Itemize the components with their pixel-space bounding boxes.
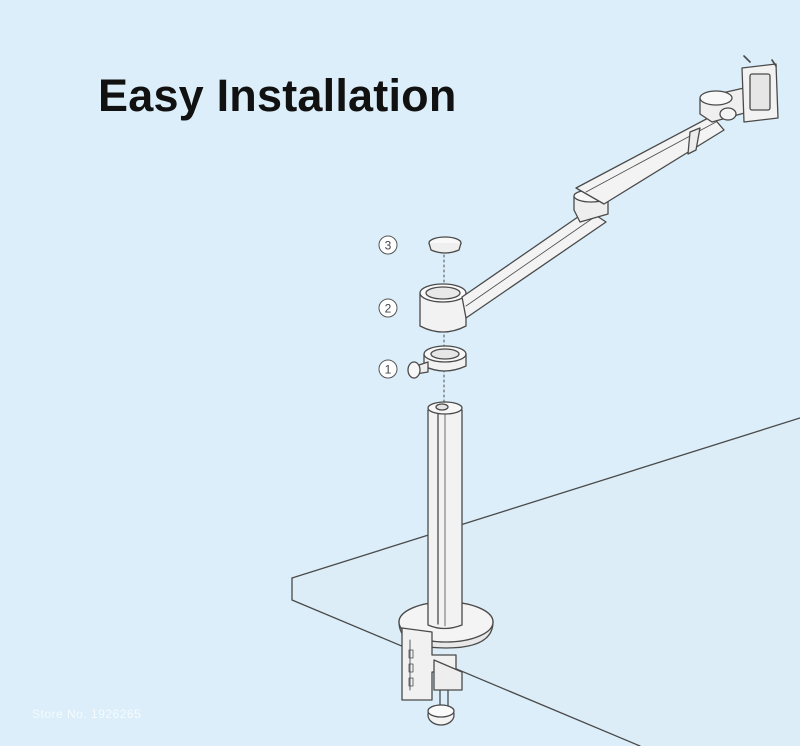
upper-arm [575,115,725,205]
step-number-1: 1 [385,363,392,377]
step-number-3: 3 [385,239,392,253]
pole [427,401,463,630]
step-number-2: 2 [385,302,392,316]
arm-joint-sleeve-part [419,283,467,333]
page-title: Easy Installation [98,70,457,121]
step-marker-1: 1 [378,359,398,379]
vesa-plate [741,55,779,123]
top-cap-part [428,236,462,254]
step-marker-2: 2 [378,298,398,318]
desk-clamp [401,627,463,726]
desk [291,417,800,746]
store-watermark: Store No. 1926265 [32,707,142,721]
lower-arm [461,209,607,319]
clamp-collar-part [407,345,467,379]
step-marker-3: 3 [378,235,398,255]
